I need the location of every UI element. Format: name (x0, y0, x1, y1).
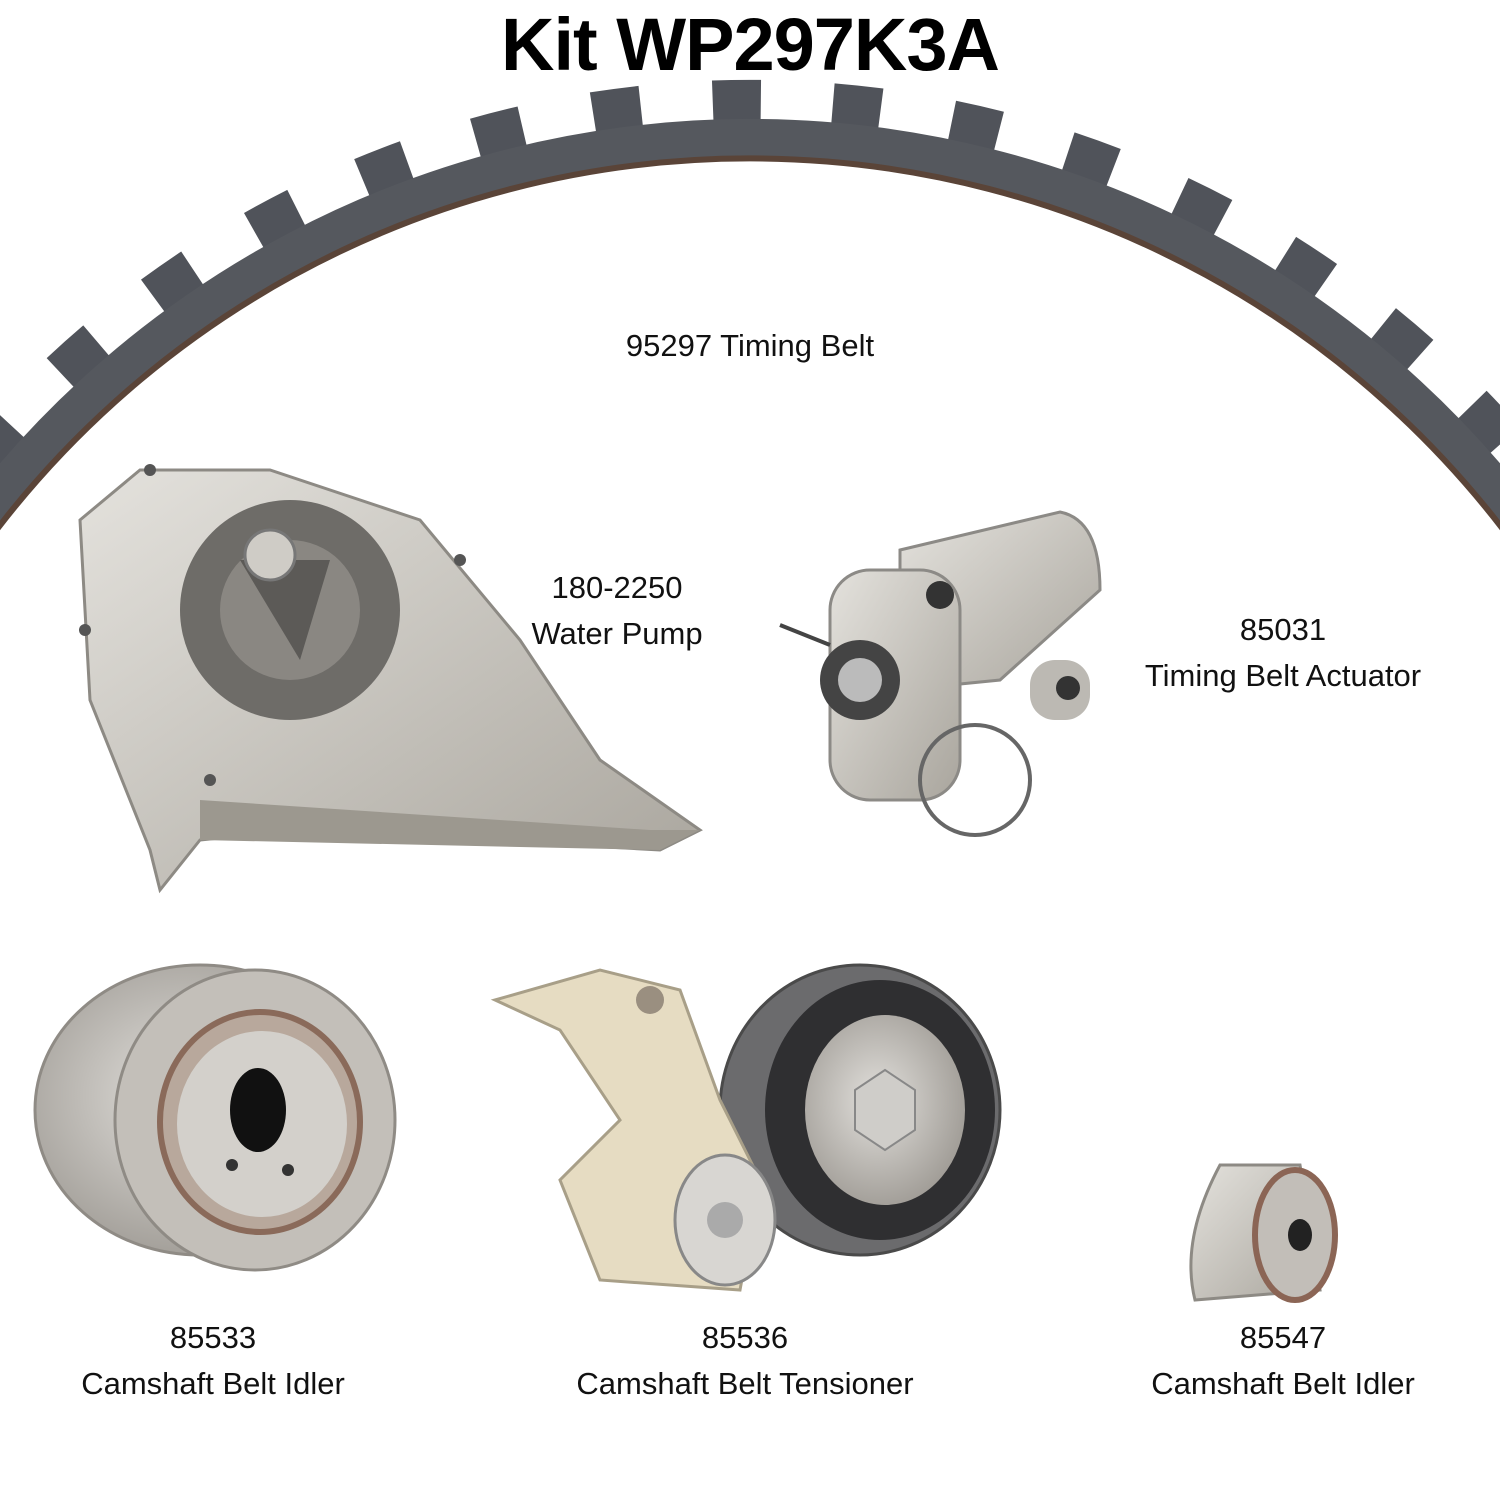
timing-belt-label: 95297 Timing Belt (625, 328, 875, 363)
part-number: 85547 (1239, 1320, 1327, 1355)
belt-edge (0, 155, 1500, 531)
part-name: Water Pump (531, 616, 703, 651)
camshaft-belt-tensioner-image (490, 963, 1002, 1292)
part-name: Camshaft Belt Idler (1151, 1366, 1415, 1401)
belt-teeth (0, 79, 1500, 474)
water-pump-image (78, 464, 703, 894)
part-name: Timing Belt Actuator (1144, 658, 1422, 693)
part-number: 85031 (1239, 612, 1327, 647)
part-label-timing-belt-actuator: 85031 Timing Belt Actuator (1145, 607, 1421, 699)
part-label-water-pump: 180-2250 Water Pump (531, 565, 702, 657)
part-name: Camshaft Belt Tensioner (576, 1366, 914, 1401)
belt-band (0, 119, 1500, 524)
part-label-camshaft-belt-idler-85533: 85533 Camshaft Belt Idler (81, 1315, 345, 1407)
part-name: Camshaft Belt Idler (81, 1366, 345, 1401)
camshaft-belt-idler-85547-image (1189, 1163, 1338, 1303)
timing-belt-actuator-image (779, 510, 1102, 837)
part-label-camshaft-belt-idler-85547: 85547 Camshaft Belt Idler (1151, 1315, 1415, 1407)
part-number: 85536 (701, 1320, 789, 1355)
camshaft-belt-idler-85533-image (33, 963, 397, 1272)
timing-belt-image (0, 79, 1500, 531)
kit-title: Kit WP297K3A (501, 3, 1000, 86)
part-label-camshaft-belt-tensioner: 85536 Camshaft Belt Tensioner (576, 1315, 913, 1407)
part-label-timing-belt: 95297 Timing Belt (626, 323, 874, 369)
part-number: 85533 (169, 1320, 257, 1355)
part-number: 180-2250 (551, 570, 683, 605)
